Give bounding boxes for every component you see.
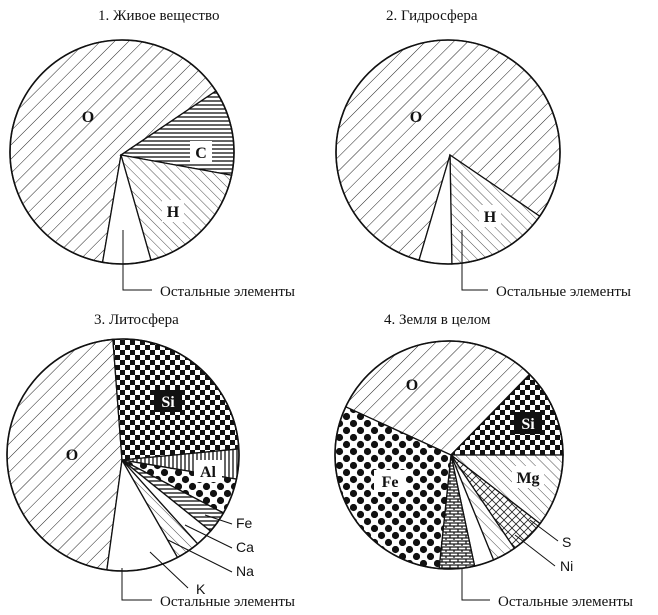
slice-label-c: C (195, 145, 207, 162)
label-backdrop-dark (514, 412, 542, 434)
annotation-s: S (562, 534, 571, 550)
label-backdrop (162, 200, 184, 222)
leader-na (167, 539, 233, 573)
pie-outline (9, 39, 235, 265)
slice-label-o: O (410, 109, 422, 126)
chart-title: 2. Гидросфера (386, 8, 478, 24)
leader-line (121, 568, 152, 601)
slice-label-o: O (406, 377, 418, 394)
annotation-other: Остальные элементы (160, 594, 295, 610)
slice-label-o: O (66, 447, 78, 464)
leader-line (122, 230, 152, 291)
slice-label-o: O (82, 109, 94, 126)
slice-label-fe: Fe (382, 474, 399, 491)
leader-s (529, 519, 559, 542)
leader-line (461, 230, 488, 291)
annotation-ca: Ca (236, 539, 254, 555)
label-backdrop (479, 205, 501, 227)
annotation-na: Na (236, 563, 254, 579)
annotation-k: K (196, 581, 206, 597)
annotation-ni: Ni (560, 558, 573, 574)
label-backdrop (374, 470, 406, 492)
annotation-other: Остальные элементы (160, 284, 295, 300)
pie-slice-o (6, 338, 123, 571)
slice-label-si: Si (161, 394, 175, 411)
pie-outline (335, 39, 561, 265)
label-backdrop-dark (154, 390, 182, 412)
label-backdrop (512, 466, 544, 488)
chart-title: 3. Литосфера (94, 312, 179, 328)
slice-label-si: Si (521, 416, 535, 433)
chart-title: 4. Земля в целом (384, 312, 491, 328)
pie-outline (6, 338, 240, 572)
pie-chart-3: 3. Литосфера (6, 312, 240, 572)
slice-label-h: H (167, 204, 180, 221)
pie-outline (334, 340, 564, 570)
slice-label-h: H (484, 209, 497, 226)
pie-chart-4: 4. Земля в целом (334, 312, 564, 570)
annotation-fe: Fe (236, 515, 253, 531)
slice-label-mg: Mg (516, 470, 539, 487)
leader-ni (514, 534, 556, 567)
slice-label-al: Al (200, 464, 217, 481)
pie-chart-2: 2. Гидросфера (335, 8, 561, 265)
chart-title: 1. Живое вещество (98, 8, 219, 24)
leader-fe (204, 514, 233, 525)
annotation-other: Остальные элементы (496, 284, 631, 300)
label-backdrop (194, 460, 222, 482)
label-backdrop (190, 141, 212, 163)
leader-ca (184, 524, 233, 549)
pie-chart-1: 1. Живое вещество (9, 8, 235, 265)
leader-k (149, 551, 189, 589)
leader-line (461, 568, 490, 601)
annotation-other: Остальные элементы (498, 594, 633, 610)
